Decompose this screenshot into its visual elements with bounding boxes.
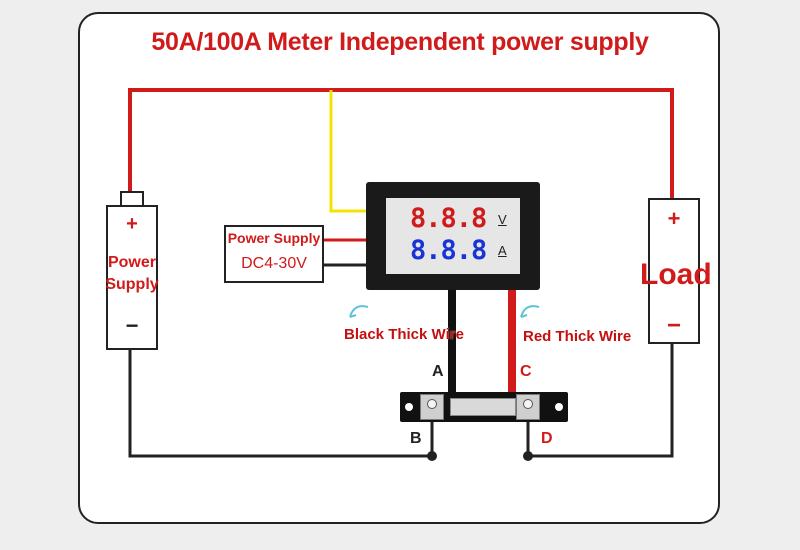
voltage-digits: 8.8.8 <box>410 203 487 234</box>
meter-screen <box>386 198 520 274</box>
yellow-sense-wire <box>329 90 366 213</box>
shunt-element <box>450 398 516 416</box>
battery-label-line1: Power <box>107 254 156 271</box>
point-d-label: D <box>541 430 553 447</box>
shunt-block-right <box>516 394 540 420</box>
load-plus-sign: + <box>667 206 681 231</box>
load-return-wire <box>526 344 674 458</box>
black-wire-callout <box>349 305 369 318</box>
diagram-title: 50A/100A Meter Independent power supply <box>151 28 649 56</box>
shunt-hole-right <box>555 403 563 411</box>
load-icon <box>648 198 700 344</box>
power-supply-label: Power Supply <box>227 230 321 246</box>
current-digits: 8.8.8 <box>410 235 487 266</box>
voltage-unit: V <box>498 212 507 227</box>
power-supply-voltage: DC4-30V <box>241 255 307 272</box>
battery-icon <box>106 205 158 350</box>
battery-terminal-cap <box>120 191 144 205</box>
red-supply-wire <box>128 88 674 198</box>
current-unit: A <box>498 243 507 258</box>
shunt-bolt-c <box>523 399 533 409</box>
battery-plus-sign: + <box>126 213 138 235</box>
battery-label-line2: Supply <box>105 276 159 293</box>
red-wire-label: Red Thick Wire <box>523 328 632 345</box>
point-c-label: C <box>520 363 532 380</box>
meter-power-supply-box <box>224 225 324 283</box>
junction-d-dot <box>523 451 533 461</box>
point-a-label: A <box>432 363 444 380</box>
load-minus-sign: − <box>666 312 681 339</box>
load-label: Load <box>640 258 712 291</box>
shunt-bolt-a <box>427 399 437 409</box>
battery-label: Power Supply <box>100 252 164 296</box>
black-wire-label: Black Thick Wire <box>344 326 464 343</box>
shunt-hole-left <box>405 403 413 411</box>
battery-return-wire <box>128 350 434 458</box>
red-wire-callout <box>520 305 540 318</box>
junction-b-dot <box>427 451 437 461</box>
battery-minus-sign: − <box>125 313 139 338</box>
point-b-label: B <box>410 430 422 447</box>
